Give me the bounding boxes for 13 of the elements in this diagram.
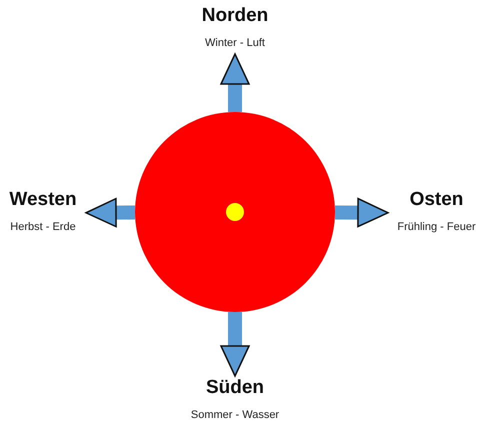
season-element-label: Sommer - Wasser bbox=[190, 408, 280, 422]
block-arrow bbox=[334, 198, 389, 228]
season-element-label: Winter - Luft bbox=[205, 36, 265, 50]
direction-heading: Süden bbox=[206, 376, 264, 400]
block-arrow bbox=[220, 312, 250, 377]
direction-heading: Osten bbox=[410, 188, 464, 212]
season-element-label: Herbst - Erde bbox=[10, 220, 76, 234]
center-dot bbox=[226, 203, 244, 221]
direction-heading: Norden bbox=[202, 4, 268, 28]
block-arrow bbox=[85, 198, 136, 228]
season-element-label: Frühling - Feuer bbox=[397, 220, 476, 234]
direction-heading: Westen bbox=[9, 188, 77, 212]
block-arrow bbox=[220, 53, 250, 112]
